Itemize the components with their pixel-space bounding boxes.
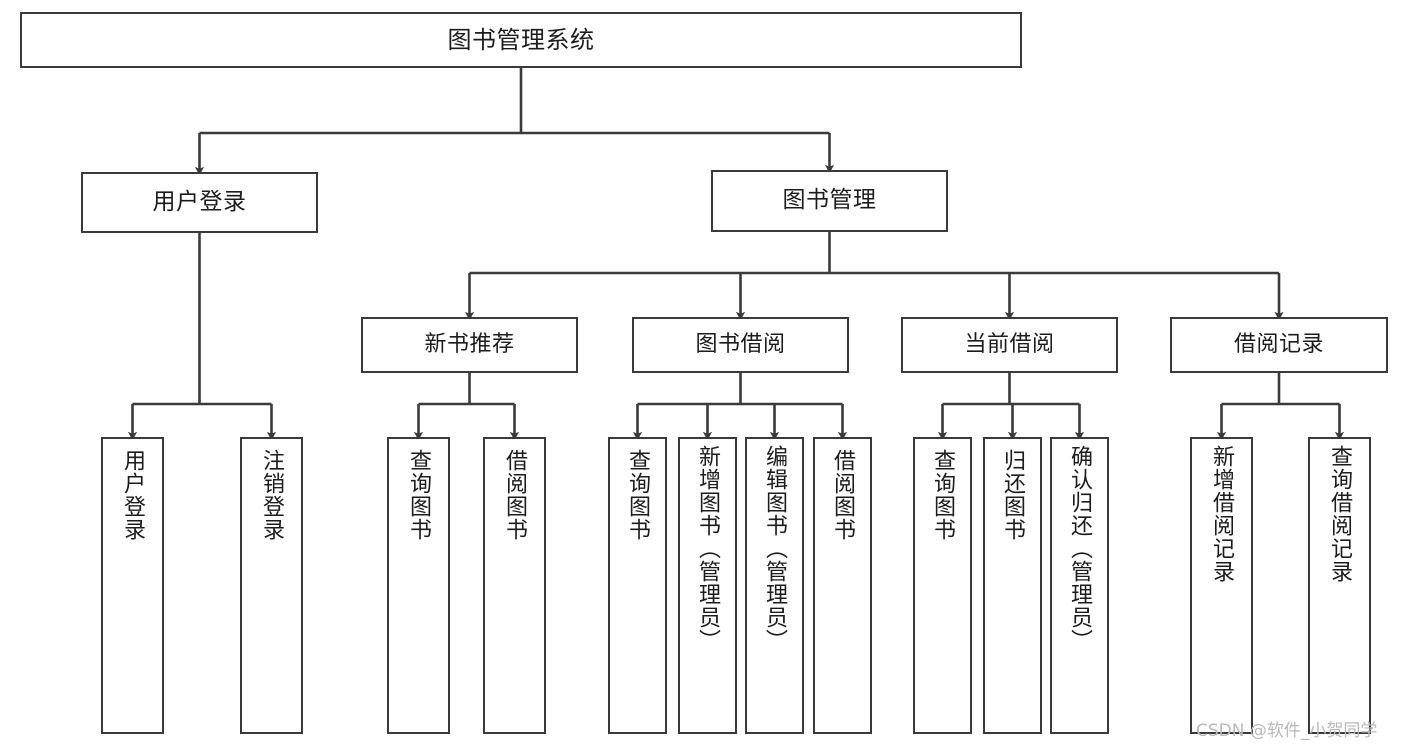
node-label: 查询借阅记录 [1327, 445, 1353, 583]
node-label: 借阅图书 [502, 449, 528, 541]
node-l-query1[interactable]: 查询图书 [387, 437, 450, 734]
node-l-logout[interactable]: 注销登录 [240, 437, 303, 734]
node-label: 查询图书 [625, 449, 651, 541]
node-label: 查询图书 [930, 449, 956, 541]
node-label: 借阅记录 [1233, 331, 1324, 357]
node-label: 确认归还（管理员） [1067, 445, 1093, 652]
node-label: 用户登录 [120, 449, 146, 541]
node-label: 用户登录 [152, 188, 247, 215]
node-records[interactable]: 借阅记录 [1170, 317, 1388, 373]
node-label: 新增图书（管理员） [695, 445, 721, 652]
node-root[interactable]: 图书管理系统 [20, 12, 1022, 68]
node-l-query3[interactable]: 查询图书 [913, 437, 972, 734]
node-borrow[interactable]: 图书借阅 [632, 317, 849, 373]
node-l-return[interactable]: 归还图书 [983, 437, 1042, 734]
node-label: 借阅图书 [830, 449, 856, 541]
node-l-borrow2[interactable]: 借阅图书 [813, 437, 872, 734]
node-l-queryrec[interactable]: 查询借阅记录 [1308, 437, 1371, 734]
node-label: 归还图书 [1000, 449, 1026, 541]
node-label: 注销登录 [259, 449, 285, 541]
node-newbook[interactable]: 新书推荐 [361, 317, 578, 373]
node-current[interactable]: 当前借阅 [901, 317, 1118, 373]
node-label: 当前借阅 [964, 331, 1055, 357]
node-l-login[interactable]: 用户登录 [101, 437, 164, 734]
node-label: 图书管理 [782, 187, 877, 214]
node-l-edit[interactable]: 编辑图书（管理员） [745, 437, 804, 734]
node-label: 图书借阅 [695, 331, 786, 357]
node-label: 新增借阅记录 [1209, 445, 1235, 583]
node-label: 图书管理系统 [447, 25, 595, 54]
node-login[interactable]: 用户登录 [81, 172, 318, 233]
node-l-borrow1[interactable]: 借阅图书 [483, 437, 546, 734]
node-label: 新书推荐 [424, 331, 515, 357]
edge-paths [127, 68, 1345, 441]
watermark: CSDN @软件_小贺同学 [1196, 721, 1378, 741]
node-label: 编辑图书（管理员） [762, 445, 788, 652]
node-l-query2[interactable]: 查询图书 [608, 437, 667, 734]
node-bookmgmt[interactable]: 图书管理 [711, 170, 948, 232]
node-l-add[interactable]: 新增图书（管理员） [678, 437, 737, 734]
node-l-addrec[interactable]: 新增借阅记录 [1190, 437, 1253, 734]
node-label: 查询图书 [406, 449, 432, 541]
node-l-confirm[interactable]: 确认归还（管理员） [1050, 437, 1109, 734]
